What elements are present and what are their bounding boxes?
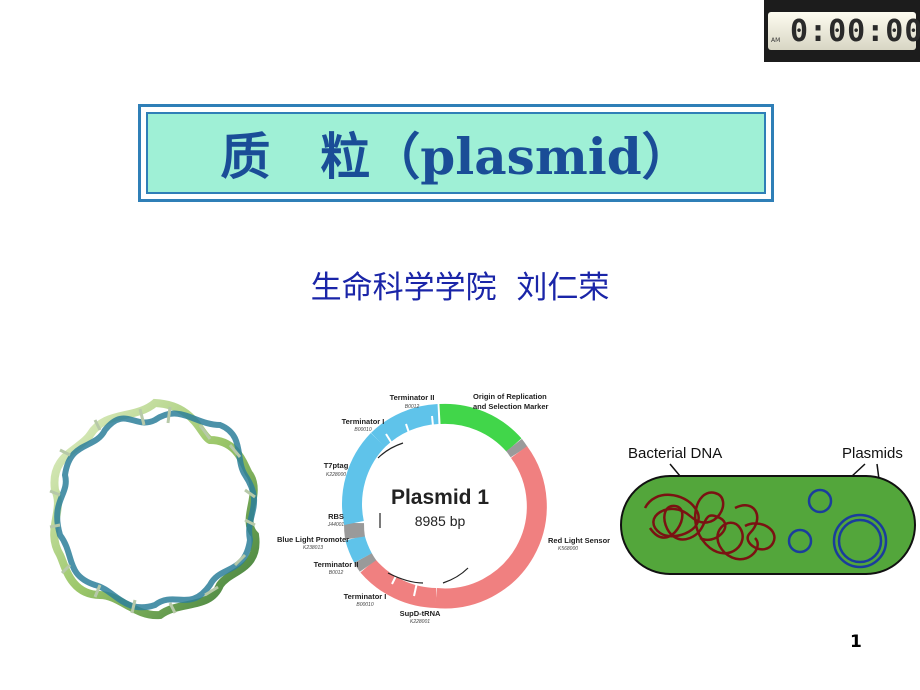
dna-double-helix-ring-icon bbox=[49, 398, 260, 620]
segment-grey-top bbox=[506, 438, 528, 458]
label-plasmids: Plasmids bbox=[842, 445, 903, 462]
segment-blue-promoter bbox=[345, 535, 372, 563]
label-red-light-sensor: Red Light Sensor bbox=[548, 536, 610, 545]
slide-subtitle: 生命科学学院 刘仁荣 bbox=[310, 270, 610, 306]
segment-grey-bottom bbox=[354, 553, 377, 572]
code-red-light-sensor: K568000 bbox=[558, 546, 578, 552]
page-number: 1 bbox=[850, 632, 862, 652]
code-terminator-i-top: B00010 bbox=[354, 427, 371, 433]
label-bacterial-dna: Bacterial DNA bbox=[628, 445, 722, 462]
plasmid-size: 8985 bp bbox=[415, 513, 466, 529]
bacterial-dna-icon bbox=[643, 491, 776, 561]
label-terminator-i-bottom: Terminator I bbox=[344, 592, 387, 601]
label-t7ptag: T7ptag bbox=[324, 461, 349, 470]
code-blue-promoter: K238013 bbox=[303, 545, 323, 551]
label-terminator-ii-top: Terminator II bbox=[390, 393, 435, 402]
plasmid-name: Plasmid 1 bbox=[391, 486, 489, 509]
timer-widget: AM 0:00:00 bbox=[764, 0, 920, 62]
segment-red-light-sensor bbox=[435, 446, 547, 609]
code-terminator-ii-bottom: B0012 bbox=[329, 570, 344, 576]
segment-rbs bbox=[343, 522, 365, 540]
bacterium-diagram: Bacterial DNA Plasmids bbox=[620, 445, 916, 575]
title-box: 质 粒（plasmid） bbox=[138, 104, 774, 202]
label-terminator-i-top: Terminator I bbox=[342, 417, 385, 426]
segment-supd bbox=[360, 559, 437, 608]
code-supd: K228001 bbox=[410, 619, 430, 625]
code-terminator-ii-top: B0012 bbox=[405, 404, 420, 410]
plasmid-map: Plasmid 1 8985 bp Terminator II Origin o… bbox=[277, 392, 610, 625]
plasmid-circles bbox=[787, 488, 888, 569]
timer-ampm: AM bbox=[771, 37, 781, 44]
label-blue-promoter: Blue Light Promoter bbox=[277, 535, 349, 544]
segment-origin bbox=[439, 403, 522, 452]
segment-terminator bbox=[371, 404, 439, 448]
title-inner: 质 粒（plasmid） bbox=[146, 112, 766, 194]
slide-title: 质 粒（plasmid） bbox=[220, 127, 692, 186]
timer-digits: 0:00:00 bbox=[790, 14, 920, 49]
label-terminator-ii-bottom: Terminator II bbox=[314, 560, 359, 569]
label-origin-1: Origin of Replication bbox=[473, 392, 547, 401]
label-rbs: RBS bbox=[328, 512, 344, 521]
label-supd: SupD-tRNA bbox=[400, 609, 441, 618]
code-terminator-i-bottom: B00010 bbox=[356, 602, 373, 608]
code-rbs: J44001 bbox=[327, 522, 345, 528]
label-origin-2: and Selection Marker bbox=[473, 402, 549, 411]
code-t7ptag: K228000 bbox=[326, 472, 346, 478]
segment-t7ptag bbox=[342, 433, 386, 526]
timer-face: AM 0:00:00 bbox=[768, 12, 920, 50]
